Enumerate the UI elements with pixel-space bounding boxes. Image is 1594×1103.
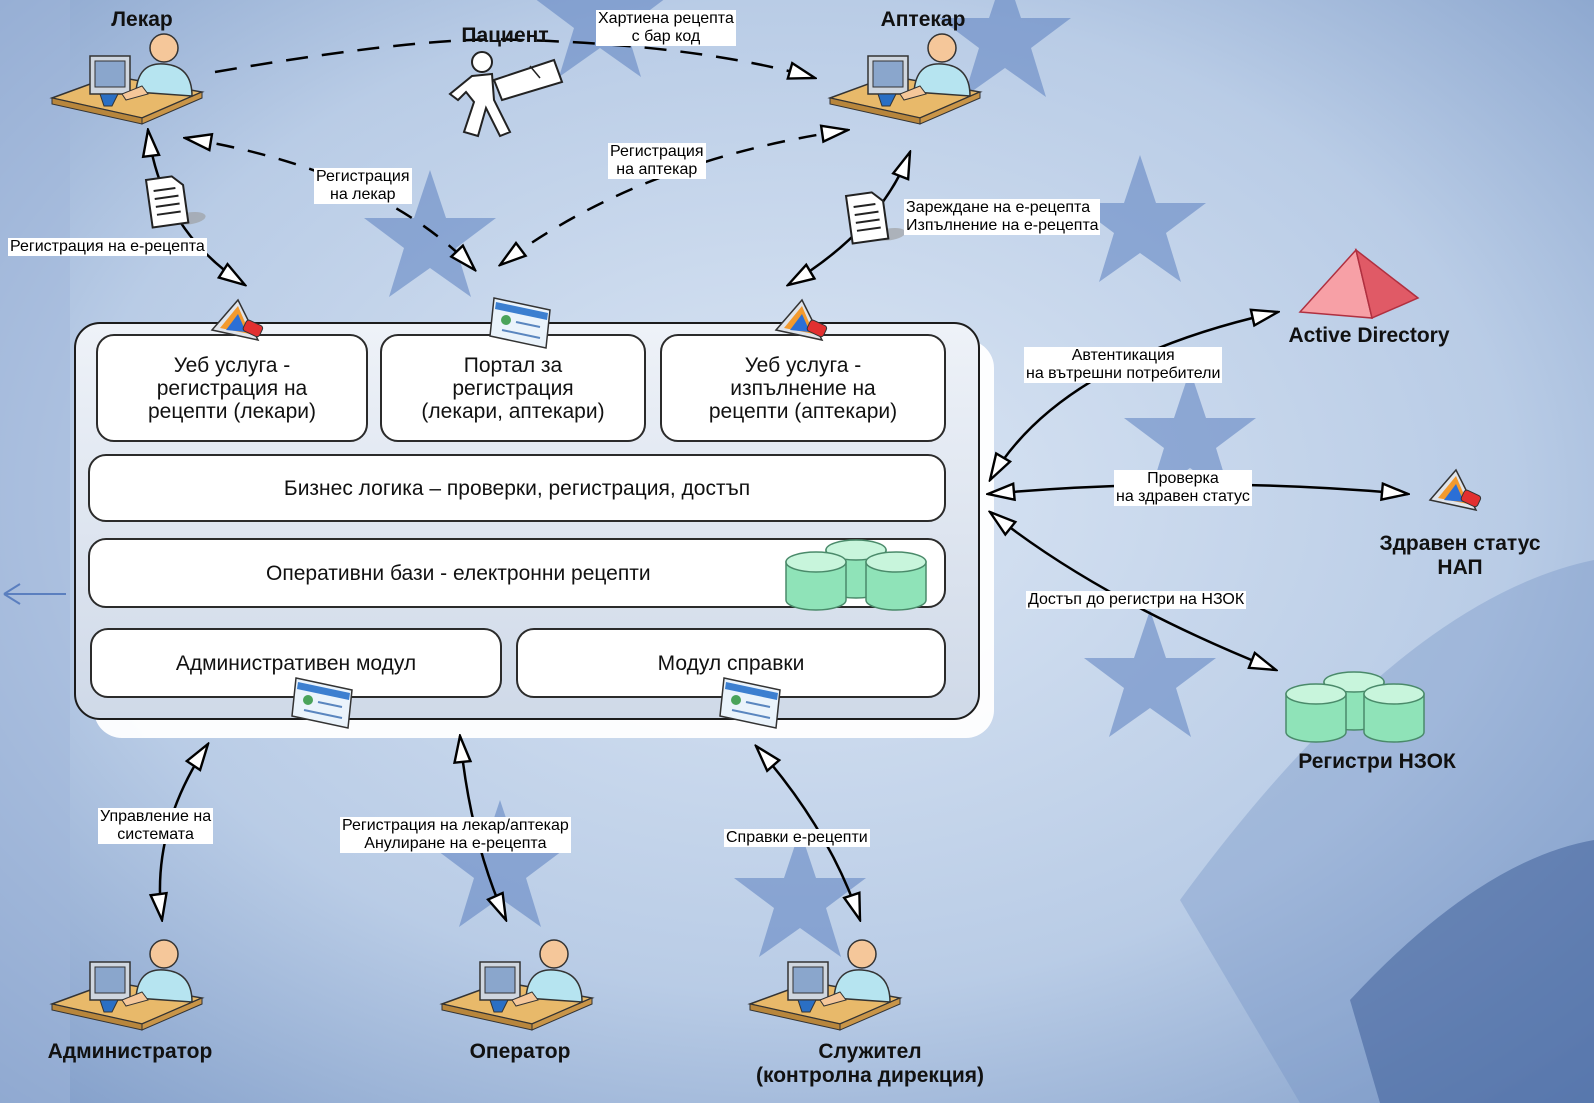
flow-authentication (990, 312, 1278, 480)
label-paper-prescription-line2: с бар код (631, 28, 701, 45)
label-operator-actions: Регистрация на лекар/аптекар Анулиране н… (340, 817, 571, 853)
health-status-line1: Здравен статус (1379, 532, 1541, 555)
flow-register-doctor (185, 138, 475, 270)
label-authentication: Автентикация на вътрешни потребители (1024, 347, 1223, 383)
actor-employee-label: Служител (контролна дирекция) (720, 1040, 1020, 1088)
label-operator-actions-line1: Регистрация на лекар/аптекар (342, 817, 569, 834)
operational-db-icon (785, 539, 927, 611)
portal-webpage-icon (489, 297, 551, 349)
label-health-check-line2: на здравен статус (1116, 488, 1250, 505)
module-portal: Портал за регистрация (лекари, аптекари) (380, 334, 646, 442)
module-ws-fulfill-line3: рецепти (аптекари) (708, 399, 898, 423)
nzok-registers-db-icon (1285, 671, 1425, 743)
module-portal-line2: регистрация (452, 376, 574, 400)
actor-operator-label: Оператор (469, 1040, 571, 1063)
reports-webpage-icon (719, 677, 781, 729)
module-admin: Административен модул (90, 628, 502, 698)
label-register-doctor-line1: Регистрация (316, 168, 410, 185)
label-paper-prescription-line1: Хартиена рецепта (598, 10, 734, 27)
actor-administrator-label: Администратор (47, 1040, 213, 1063)
label-register-doctor: Регистрация на лекар (314, 168, 412, 204)
label-register-eprescription: Регистрация на е-рецепта (8, 238, 207, 256)
pharmacist-document-icon (845, 189, 906, 245)
label-load-fulfill-line2: Изпълнение на е-рецепта (906, 217, 1099, 234)
label-register-pharmacist: Регистрация на аптекар (608, 143, 706, 179)
employee-person-icon (749, 939, 901, 1031)
label-operator-actions-line2: Анулиране на е-рецепта (364, 835, 547, 852)
module-portal-line1: Портал за (463, 353, 563, 377)
label-nzok-access: Достъп до регистри на НЗОК (1026, 591, 1247, 609)
health-status-ws-icon (1429, 469, 1483, 511)
ws-register-icon (211, 299, 265, 341)
module-ws-register-line1: Уеб услуга - (173, 353, 291, 377)
doctor-person-icon (51, 33, 203, 125)
walking-patient-icon (448, 51, 564, 138)
ws-fulfill-icon (775, 299, 829, 341)
doctor-document-icon (145, 173, 206, 229)
label-health-check: Проверка на здравен статус (1114, 470, 1252, 506)
administrator-person-icon (51, 939, 203, 1031)
actor-pharmacist-label: Аптекар (880, 8, 966, 31)
module-ws-fulfill-line1: Уеб услуга - (744, 353, 862, 377)
label-register-doctor-line2: на лекар (329, 186, 396, 203)
active-directory-label: Active Directory (1288, 324, 1450, 347)
label-reports: Справки е-рецепти (724, 829, 870, 847)
actor-employee-line2: (контролна дирекция) (755, 1064, 985, 1087)
actor-patient-label: Пациент (461, 24, 549, 47)
module-admin-label: Административен модул (175, 651, 417, 675)
module-operational-db-label: Оперативни бази - електронни рецепти (266, 561, 651, 585)
module-business-logic: Бизнес логика – проверки, регистрация, д… (88, 454, 946, 522)
label-authentication-line1: Автентикация (1071, 347, 1175, 364)
module-ws-register: Уеб услуга - регистрация на рецепти (лек… (96, 334, 368, 442)
label-system-management: Управление на системата (98, 808, 214, 844)
label-load-fulfill: Зареждане на е-рецепта Изпълнение на е-р… (904, 199, 1101, 235)
label-register-pharmacist-line2: на аптекар (616, 161, 698, 178)
health-status-label: Здравен статус НАП (1340, 532, 1580, 580)
actor-doctor-label: Лекар (111, 8, 173, 31)
operator-person-icon (441, 939, 593, 1031)
module-portal-line3: (лекари, аптекари) (421, 399, 605, 423)
label-register-pharmacist-line1: Регистрация (610, 143, 704, 160)
active-directory-pyramid-icon (1298, 248, 1420, 320)
module-reports-label: Модул справки (657, 651, 805, 675)
label-health-check-line1: Проверка (1147, 470, 1219, 487)
pharmacist-person-icon (829, 33, 981, 125)
label-load-fulfill-line1: Зареждане на е-рецепта (906, 199, 1091, 216)
nzok-registers-label: Регистри НЗОК (1298, 750, 1456, 773)
module-ws-register-line3: рецепти (лекари) (147, 399, 317, 423)
label-paper-prescription: Хартиена рецепта с бар код (596, 10, 736, 46)
actor-employee-line1: Служител (818, 1040, 922, 1063)
health-status-line2: НАП (1437, 556, 1483, 579)
label-system-management-line1: Управление на (100, 808, 212, 825)
left-edge-arrow (3, 583, 66, 605)
module-business-logic-label: Бизнес логика – проверки, регистрация, д… (283, 476, 751, 500)
module-ws-register-line2: регистрация на (156, 376, 308, 400)
admin-webpage-icon (291, 677, 353, 729)
label-system-management-line2: системата (117, 826, 194, 843)
flow-paper-prescription (214, 38, 815, 78)
module-ws-fulfill-line2: изпълнение на (730, 376, 876, 400)
label-authentication-line2: на вътрешни потребители (1026, 365, 1221, 382)
